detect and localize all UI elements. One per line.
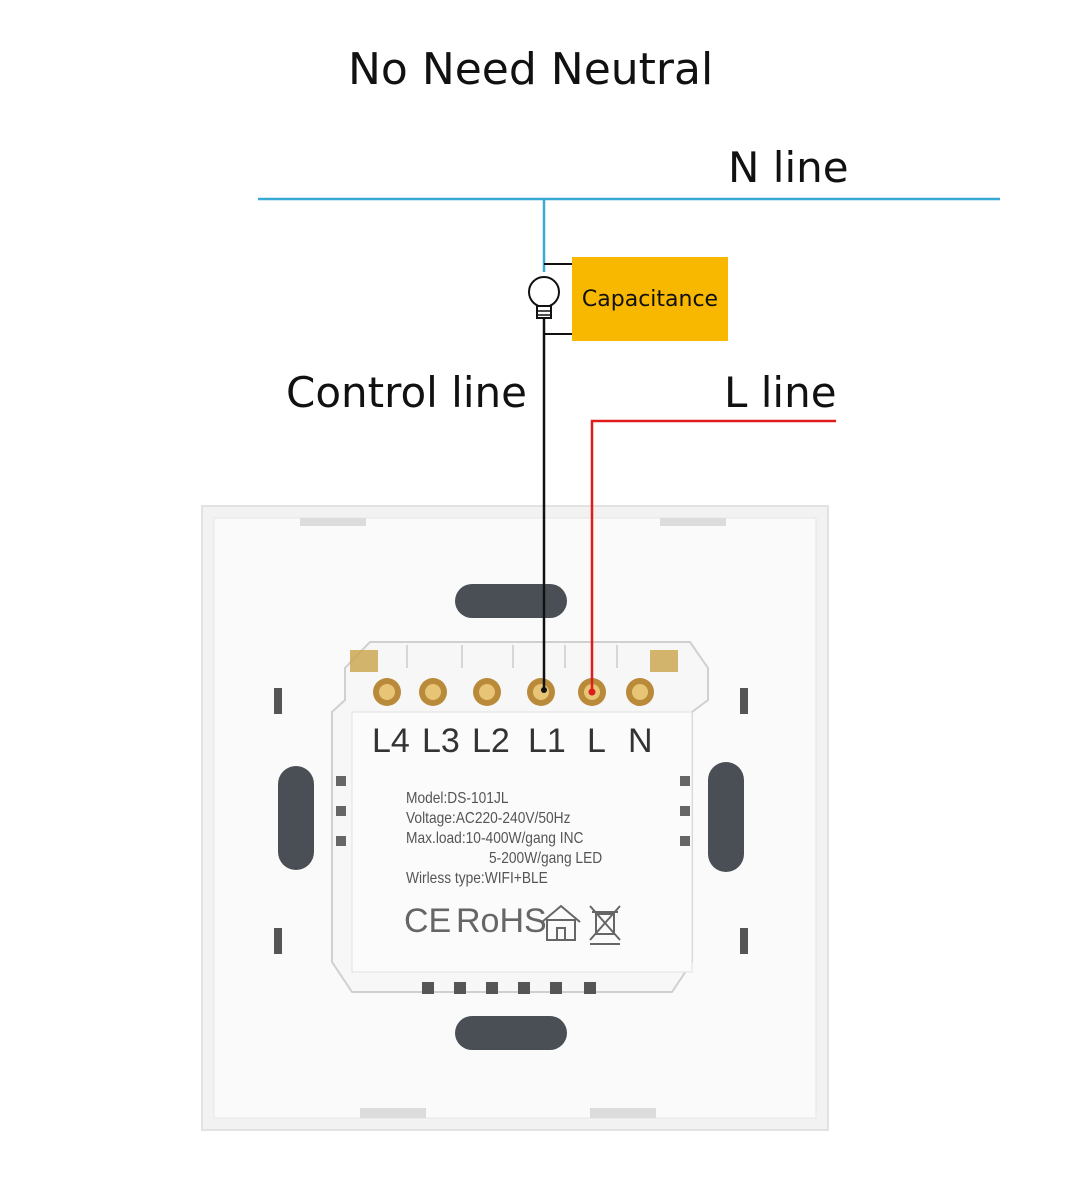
- terminal-label-n: N: [628, 722, 653, 760]
- screw-l1-head: [533, 684, 549, 700]
- crossed-bin-icon: [589, 905, 621, 945]
- plate-tab: [360, 1108, 426, 1118]
- plate-notch: [274, 928, 282, 954]
- plate-tab: [300, 518, 366, 526]
- screw-n-head: [632, 684, 648, 700]
- vent: [584, 982, 596, 994]
- vent: [336, 836, 346, 846]
- screw-l4-head: [379, 684, 395, 700]
- vent: [680, 836, 690, 846]
- vent: [486, 982, 498, 994]
- l-line-end: [588, 688, 596, 696]
- mounting-slot: [455, 1016, 567, 1050]
- terminal-label-l: L: [587, 722, 606, 760]
- spec-model: Model:DS-101JL: [406, 790, 509, 807]
- plate-tab: [660, 518, 726, 526]
- vent: [550, 982, 562, 994]
- spec-maxload: Max.load:10-400W/gang INC: [406, 830, 584, 847]
- diagram-title: No Need Neutral: [348, 44, 714, 95]
- mounting-slot: [708, 762, 744, 872]
- spec-maxload-led: 5-200W/gang LED: [489, 850, 603, 867]
- ce-mark: CE: [404, 902, 452, 940]
- light-bulb-icon: [528, 276, 560, 319]
- vent: [336, 776, 346, 786]
- plate-tab: [590, 1108, 656, 1118]
- vent: [680, 776, 690, 786]
- house-icon: [541, 904, 581, 941]
- terminal-screw: [350, 650, 378, 672]
- label-panel: [351, 711, 693, 973]
- vent: [680, 806, 690, 816]
- terminal-label-l3: L3: [422, 722, 460, 760]
- mounting-slot: [455, 584, 567, 618]
- terminal-label-l1: L1: [528, 722, 566, 760]
- plate-notch: [740, 688, 748, 714]
- plate-notch: [740, 928, 748, 954]
- control-line-label: Control line: [286, 368, 527, 417]
- terminal-label-l4: L4: [372, 722, 410, 760]
- rohs-mark: RoHS: [456, 902, 547, 940]
- l-line-wire: [590, 419, 836, 692]
- plate-notch: [274, 688, 282, 714]
- terminal-label-l2: L2: [472, 722, 510, 760]
- capacitance-box: Capacitance: [572, 257, 728, 341]
- vent: [454, 982, 466, 994]
- screw-l3-head: [425, 684, 441, 700]
- vent: [518, 982, 530, 994]
- terminal-screw: [650, 650, 678, 672]
- n-line-label: N line: [728, 143, 849, 192]
- spec-wireless: Wirless type:WIFI+BLE: [406, 870, 548, 887]
- terminal-screws: [373, 678, 654, 706]
- capacitance-label: Capacitance: [581, 286, 719, 312]
- screw-l2-head: [479, 684, 495, 700]
- vent: [422, 982, 434, 994]
- spec-voltage: Voltage:AC220-240V/50Hz: [406, 810, 571, 827]
- mounting-slot: [278, 766, 314, 870]
- l-line-label: L line: [724, 368, 837, 417]
- control-line-end: [541, 687, 547, 693]
- vent: [336, 806, 346, 816]
